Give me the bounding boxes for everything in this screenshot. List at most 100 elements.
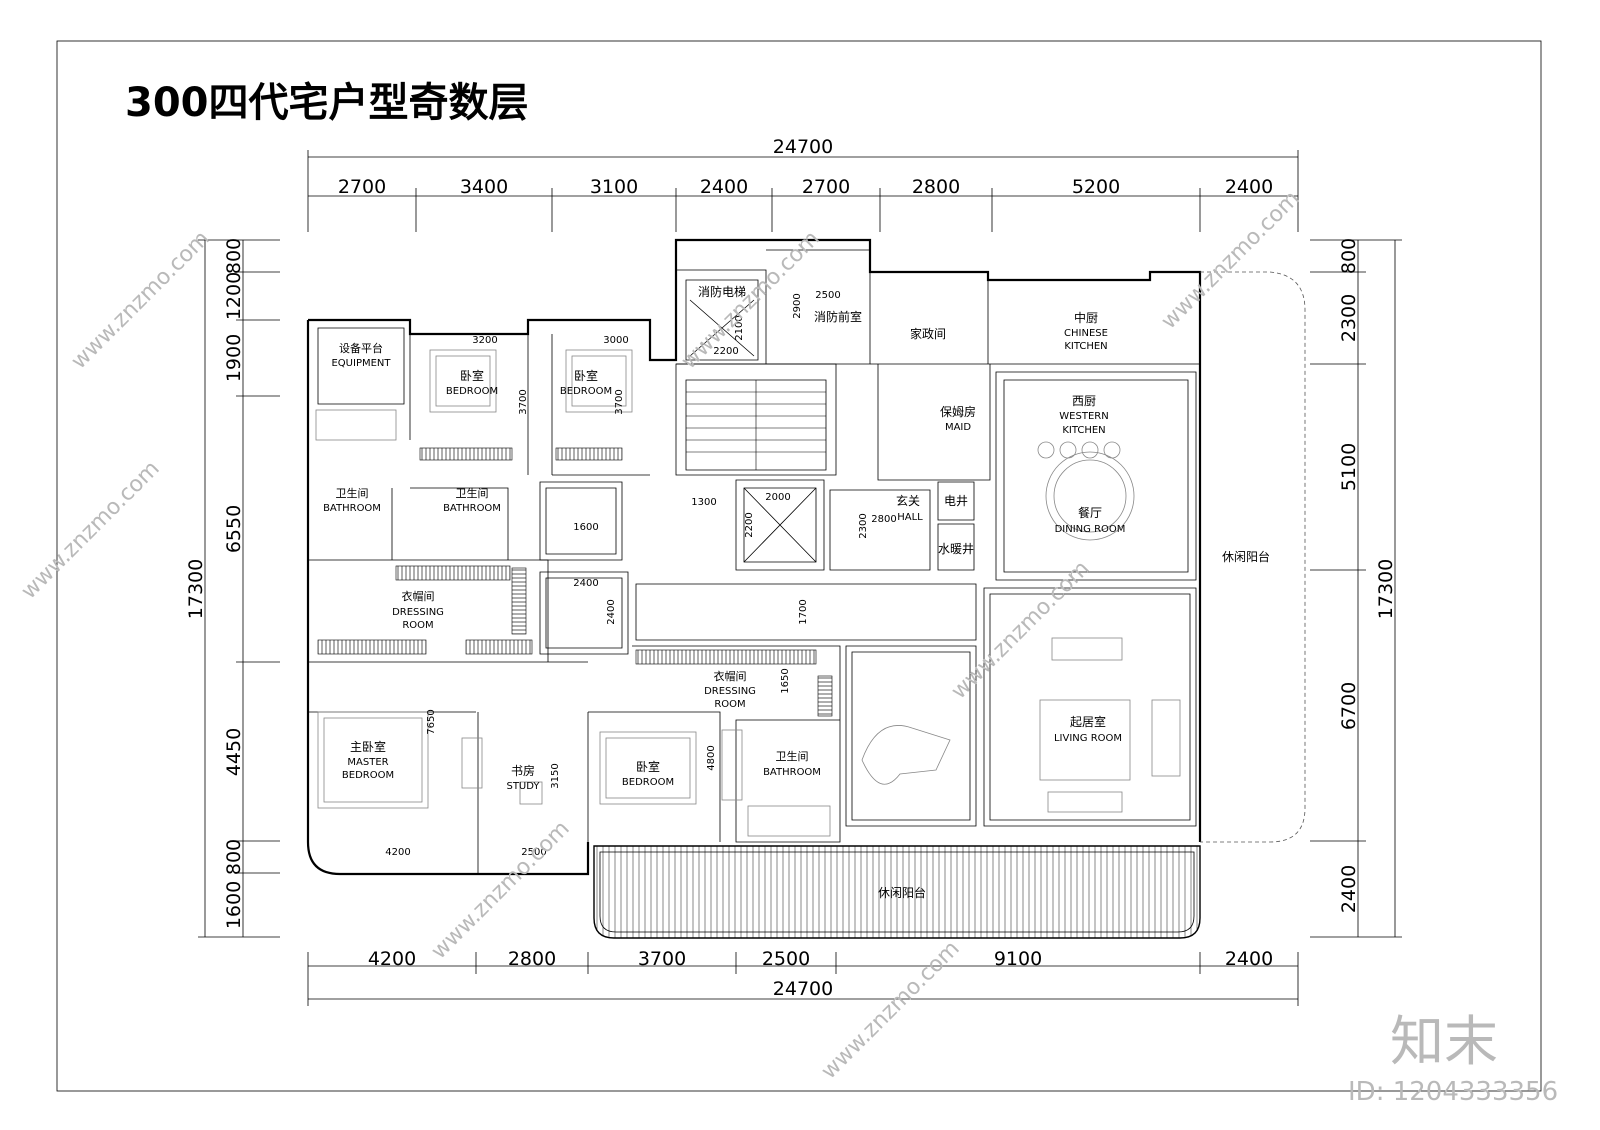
dim-bottom-3: 3700 xyxy=(638,948,686,970)
dim-left-1: 800 xyxy=(223,238,245,274)
living-en: LIVING ROOM xyxy=(1054,733,1122,744)
bottom-dimensions: 4200 2800 3700 2500 9100 2400 24700 xyxy=(307,948,1299,1006)
dressing2-en2: ROOM xyxy=(714,699,745,710)
dining-en: DINING ROOM xyxy=(1055,524,1126,535)
maid-label-en: MAID xyxy=(945,422,971,433)
dim-left-total: 17300 xyxy=(185,559,207,619)
bedroom1-label-cn: 卧室 xyxy=(460,368,484,383)
hall-dim-h: 2300 xyxy=(858,513,869,538)
dim-bottom-5: 9100 xyxy=(994,948,1042,970)
dim-left-6: 800 xyxy=(223,839,245,875)
fire-lobby-dim-w: 2500 xyxy=(815,290,840,301)
bedroom1-dim-w: 3200 xyxy=(472,335,497,346)
study-en: STUDY xyxy=(506,781,540,792)
bath-low-cn: 卫生间 xyxy=(776,749,809,763)
wardrobe-5 xyxy=(635,649,817,665)
corridor-dim-1300: 1300 xyxy=(691,497,716,508)
watermark-site-3: www.znzmo.com xyxy=(1157,186,1305,334)
equipment-label-en: EQUIPMENT xyxy=(331,358,391,369)
right-balcony-outline xyxy=(1200,271,1306,843)
watermark-site-7: www.znzmo.com xyxy=(817,936,965,1084)
maid-label-cn: 保姆房 xyxy=(940,404,976,419)
dressing1-en2: ROOM xyxy=(402,620,433,631)
wardrobe-7 xyxy=(555,447,623,461)
dim-right-4: 6700 xyxy=(1338,682,1360,730)
master-dim-w: 4200 xyxy=(385,847,410,858)
dim-top-8: 2400 xyxy=(1225,176,1273,198)
western-kitchen-en1: WESTERN xyxy=(1059,411,1108,422)
corridor-dim-1700: 1700 xyxy=(798,599,809,624)
dim-right-total: 17300 xyxy=(1375,559,1397,619)
fire-elevator-label: 消防电梯 xyxy=(698,284,746,299)
dressing1-cn: 衣帽间 xyxy=(402,589,435,603)
plan-title: 300四代宅户型奇数层 xyxy=(125,80,529,126)
dressing2-cn: 衣帽间 xyxy=(714,669,747,683)
bedroom3-dim-h: 4800 xyxy=(706,745,717,770)
dressing2-dim: 1650 xyxy=(780,668,791,693)
bedroom1-label-en: BEDROOM xyxy=(446,386,498,397)
furniture xyxy=(315,349,1181,837)
dim-bottom-total: 24700 xyxy=(773,978,833,1000)
bedroom1-dim-h: 3700 xyxy=(518,389,529,414)
chinese-kitchen-en1: CHINESE xyxy=(1064,328,1108,339)
dim-top-3: 3100 xyxy=(590,176,638,198)
dim-bottom-4: 2500 xyxy=(762,948,810,970)
fire-lobby-dim-h: 2900 xyxy=(792,293,803,318)
dining-cn: 餐厅 xyxy=(1078,505,1102,520)
corridor-dim-1600: 1600 xyxy=(573,522,598,533)
dim-top-4: 2400 xyxy=(700,176,748,198)
master-cn: 主卧室 xyxy=(350,739,386,754)
chinese-kitchen-cn: 中厨 xyxy=(1074,310,1098,325)
living-cn: 起居室 xyxy=(1070,714,1106,729)
dim-right-2: 2300 xyxy=(1338,294,1360,342)
dim-left-3: 1900 xyxy=(223,334,245,382)
watermark-site-6: www.znzmo.com xyxy=(427,816,575,964)
master-en1: MASTER xyxy=(347,757,388,768)
bedroom2-label-en: BEDROOM xyxy=(560,386,612,397)
dim-top-6: 2800 xyxy=(912,176,960,198)
master-en2: BEDROOM xyxy=(342,770,394,781)
chinese-kitchen-en2: KITCHEN xyxy=(1064,341,1107,352)
wardrobe-1 xyxy=(395,565,511,581)
fire-elevator-dim-h: 2100 xyxy=(734,315,745,340)
left-dimensions: 800 1200 1900 6550 4450 800 1600 17300 xyxy=(185,238,280,938)
dim-top-7: 5200 xyxy=(1072,176,1120,198)
dim-bottom-6: 2400 xyxy=(1225,948,1273,970)
bath-mid-en: BATHROOM xyxy=(443,503,501,514)
wardrobe-2 xyxy=(317,639,427,655)
brand-watermark: 知末 xyxy=(1390,1010,1498,1073)
housekeeping-label: 家政间 xyxy=(910,326,946,341)
dressing1-en1: DRESSING xyxy=(392,607,444,618)
sheet-frame xyxy=(56,40,1542,1092)
watermark-site-1: www.znzmo.com xyxy=(67,226,215,374)
elevator-dim-h: 2200 xyxy=(744,512,755,537)
dim-bottom-2: 2800 xyxy=(508,948,556,970)
hall-cn: 玄关 xyxy=(896,493,920,508)
dim-bottom-1: 4200 xyxy=(368,948,416,970)
fire-lobby-label: 消防前室 xyxy=(814,309,862,324)
wardrobe-4 xyxy=(511,567,527,635)
bath-mid-cn: 卫生间 xyxy=(456,486,489,500)
study-dim-h: 3150 xyxy=(550,763,561,788)
corridor-dim-2400b: 2400 xyxy=(606,599,617,624)
wardrobe-3 xyxy=(465,639,533,655)
water-shaft-label: 水暖井 xyxy=(938,542,974,556)
master-dim-h: 7650 xyxy=(426,709,437,734)
walls xyxy=(306,238,1202,876)
dim-right-1: 800 xyxy=(1338,238,1360,274)
fire-elevator-dim-w: 2200 xyxy=(713,346,738,357)
image-id: ID: 1204333356 xyxy=(1348,1077,1558,1107)
bath-low-en: BATHROOM xyxy=(763,767,821,778)
hall-en: HALL xyxy=(897,512,923,523)
room-labels: 设备平台 EQUIPMENT 3200 卧室 BEDROOM 3700 3000… xyxy=(323,284,1270,900)
western-kitchen-en2: KITCHEN xyxy=(1062,425,1105,436)
elevator-dim-w: 2000 xyxy=(765,492,790,503)
western-kitchen-cn: 西厨 xyxy=(1072,394,1096,408)
corridor-dim-2400a: 2400 xyxy=(573,578,598,589)
dim-left-7: 1600 xyxy=(223,881,245,929)
bottom-balcony xyxy=(593,845,1201,939)
balcony-bottom-label: 休闲阳台 xyxy=(878,885,926,900)
study-cn: 书房 xyxy=(511,763,535,778)
watermark-site-4: www.znzmo.com xyxy=(17,456,165,604)
equipment-label-cn: 设备平台 xyxy=(339,341,383,355)
